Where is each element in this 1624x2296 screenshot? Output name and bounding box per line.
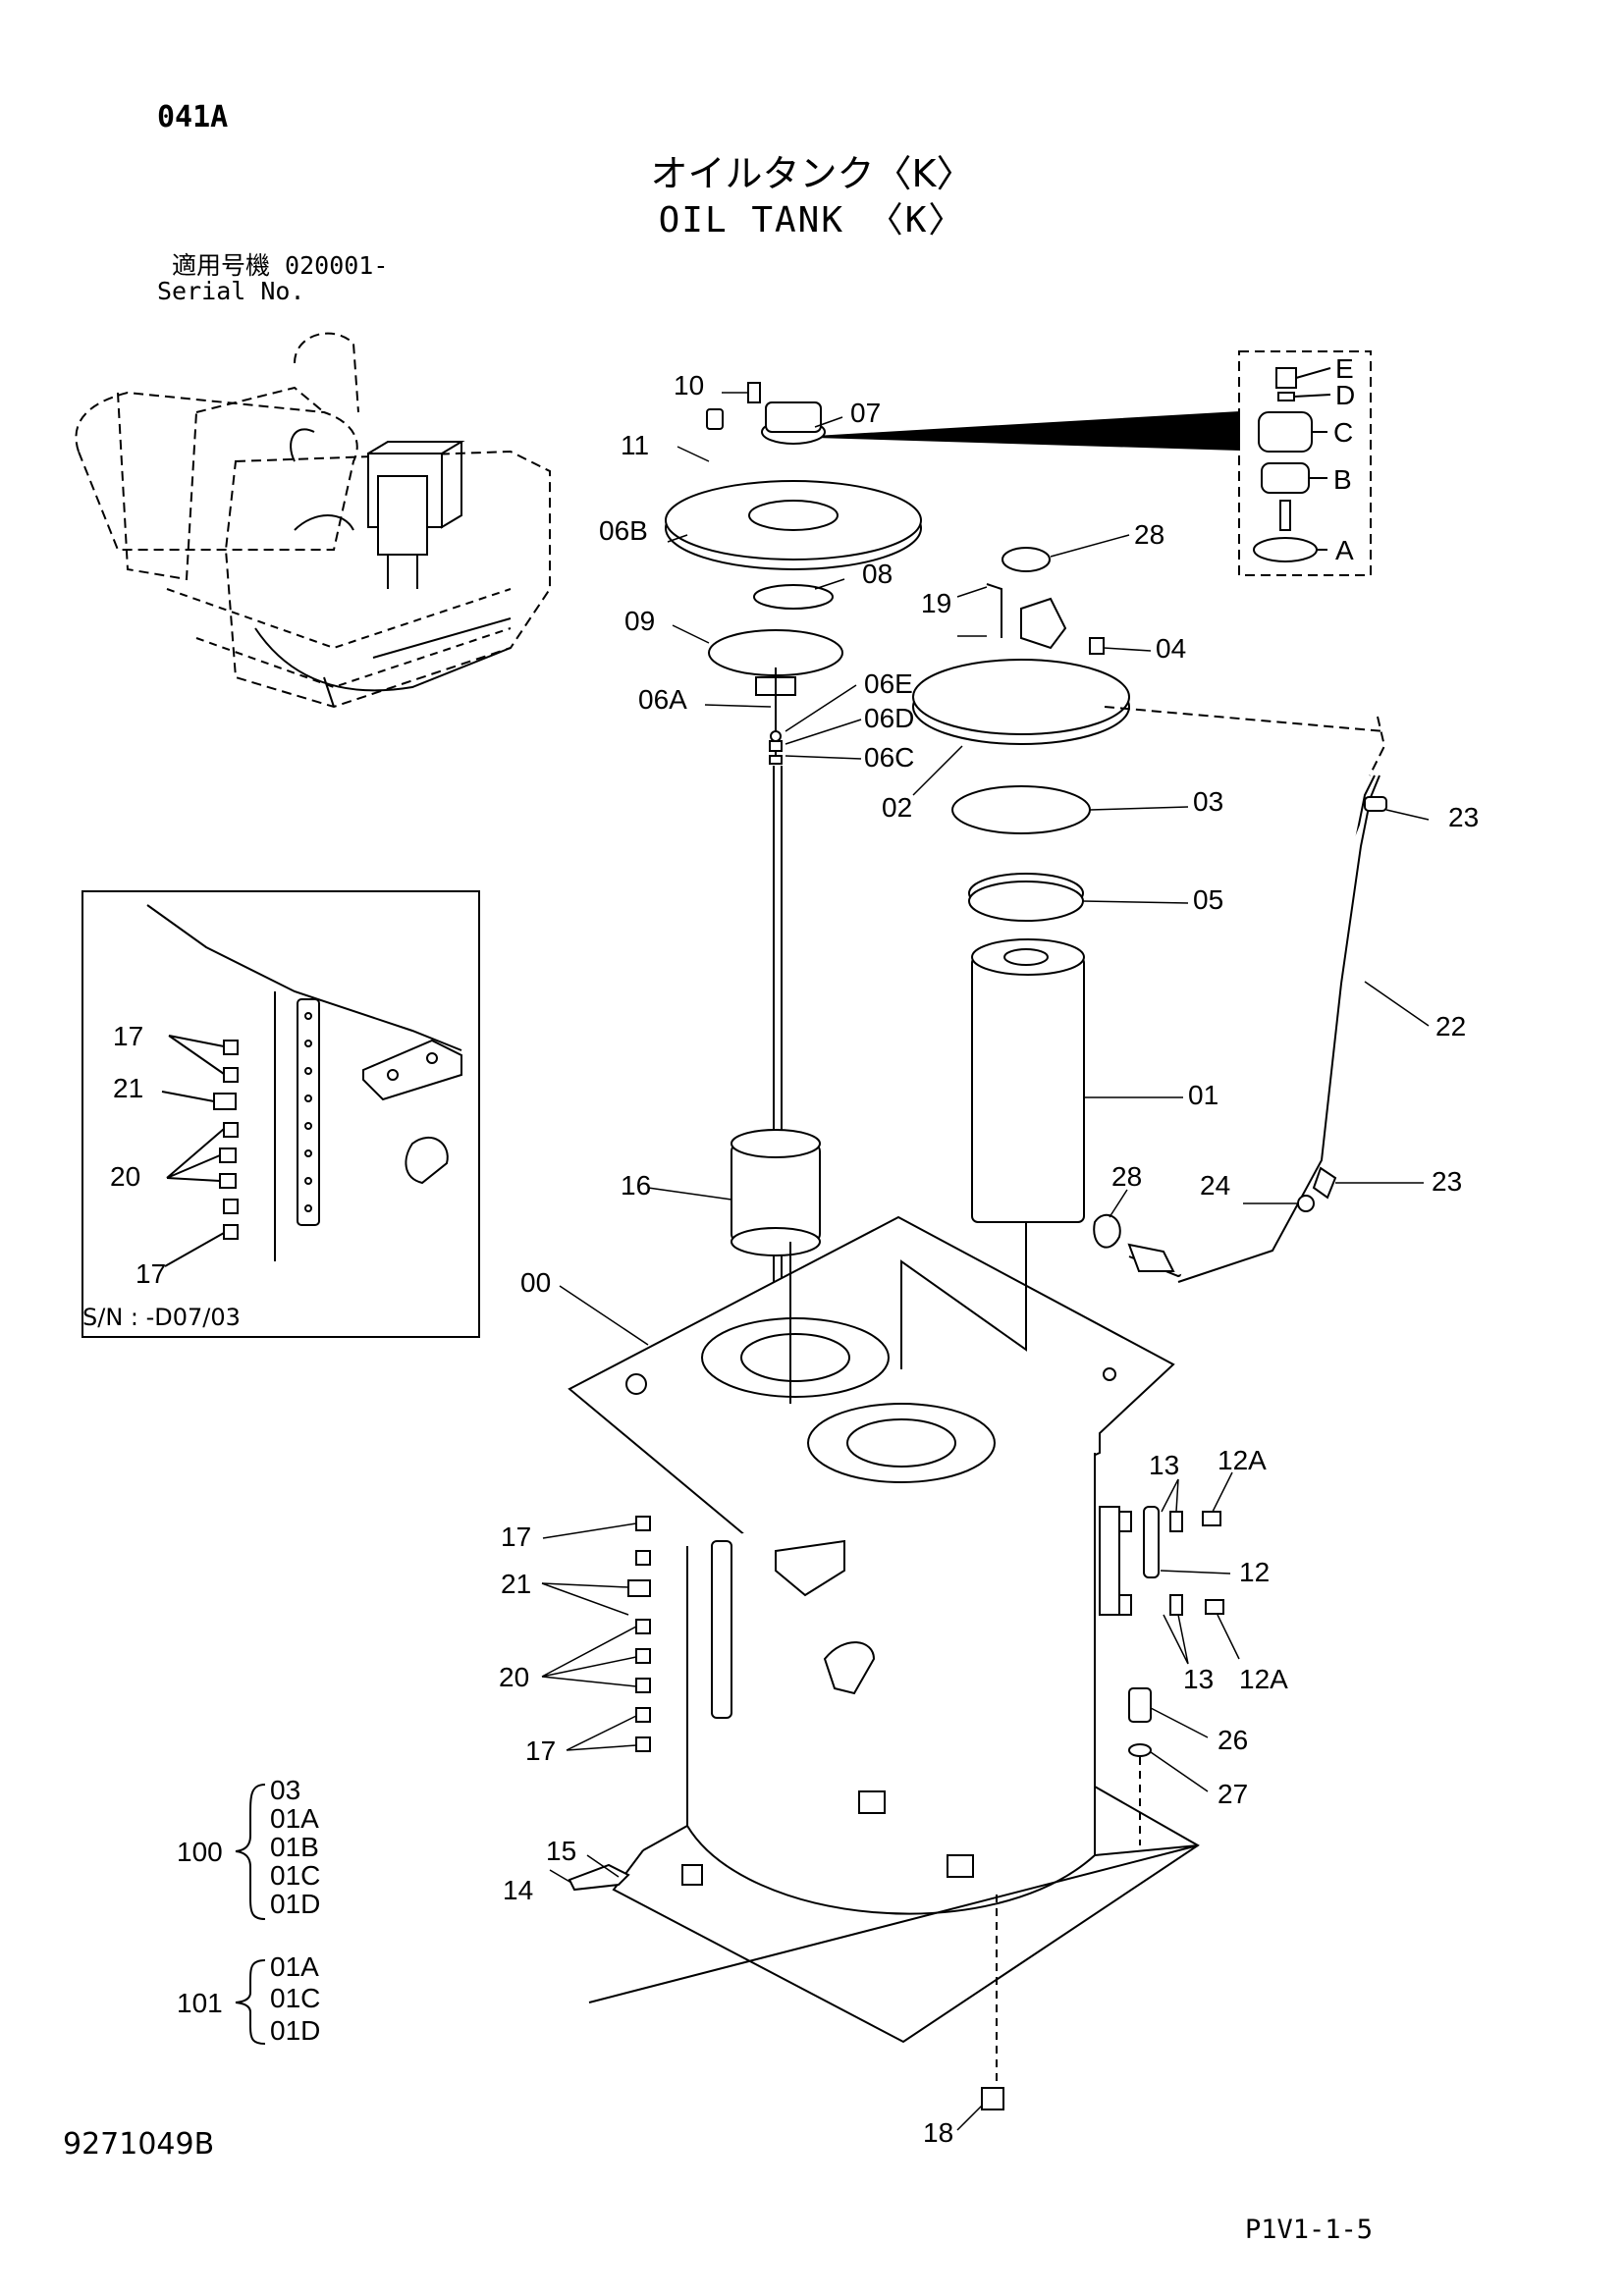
label-09: 09 — [624, 606, 655, 636]
label-20: 20 — [499, 1662, 529, 1692]
document-number: 9271049B — [63, 2127, 215, 2162]
label-B: B — [1333, 464, 1352, 495]
machine-overview-sketch — [75, 332, 551, 709]
label-11: 11 — [621, 430, 649, 460]
title-english: OIL TANK 〈K〉 — [658, 200, 966, 240]
label-07: 07 — [850, 398, 881, 428]
label-06B: 06B — [599, 515, 648, 546]
label-27: 27 — [1218, 1779, 1248, 1809]
label-23-bottom: 23 — [1432, 1166, 1462, 1197]
suction-strainer — [731, 1129, 821, 1256]
kit-100-item: 01B — [270, 1832, 319, 1862]
label-A: A — [1335, 535, 1354, 565]
kit-100-item: 01C — [270, 1860, 320, 1891]
kit-101-item: 01D — [270, 2015, 320, 2046]
inset-label-21: 21 — [113, 1073, 143, 1103]
label-06C: 06C — [864, 742, 914, 773]
tank-cover-assembly — [912, 547, 1130, 1223]
label-06D: 06D — [864, 703, 914, 733]
label-13-top: 13 — [1149, 1450, 1179, 1480]
oil-tank — [568, 1215, 1200, 2110]
label-28-top: 28 — [1134, 519, 1164, 550]
title-japanese: オイルタンク〈K〉 — [650, 152, 974, 195]
inset-label-17-bottom: 17 — [135, 1258, 166, 1289]
inset-label-17-top: 17 — [113, 1021, 143, 1051]
inset-serial-note: S/N : -D07/03 — [82, 1304, 241, 1331]
label-28-bottom: 28 — [1111, 1161, 1142, 1192]
label-04: 04 — [1156, 633, 1186, 664]
mounting-brackets — [1118, 1506, 1224, 1616]
kit-100-item: 01D — [270, 1889, 320, 1919]
label-E: E — [1335, 353, 1354, 384]
label-12A-bottom: 12A — [1239, 1664, 1288, 1694]
serial-label-english: Serial No. — [157, 277, 305, 305]
kit-100-item: 01A — [270, 1803, 319, 1834]
label-01: 01 — [1188, 1080, 1218, 1110]
label-22: 22 — [1435, 1011, 1466, 1041]
upper-cover-parts — [665, 382, 922, 1423]
label-17-upper: 17 — [501, 1522, 531, 1552]
label-18: 18 — [923, 2117, 953, 2148]
label-C: C — [1333, 417, 1353, 448]
level-gauge — [1093, 706, 1387, 1283]
kit-100-id: 100 — [177, 1837, 223, 1867]
label-13-bottom: 13 — [1183, 1664, 1214, 1694]
label-14: 14 — [503, 1875, 533, 1905]
label-17-lower: 17 — [525, 1735, 556, 1766]
label-19: 19 — [921, 588, 951, 618]
label-12: 12 — [1239, 1557, 1270, 1587]
label-08: 08 — [862, 559, 893, 589]
label-26: 26 — [1218, 1725, 1248, 1755]
kit-braces — [235, 1784, 266, 2045]
label-23-top: 23 — [1448, 802, 1479, 832]
label-16: 16 — [621, 1170, 651, 1201]
label-06E: 06E — [864, 668, 913, 699]
label-06A: 06A — [638, 684, 687, 715]
label-21: 21 — [501, 1569, 531, 1599]
label-10: 10 — [674, 370, 704, 400]
page-code: 041A — [157, 100, 229, 134]
serial-label-japanese: 適用号機 020001- — [172, 251, 389, 280]
page-number: P1V1-1-5 — [1245, 2215, 1374, 2245]
label-05: 05 — [1193, 884, 1223, 915]
label-00: 00 — [520, 1267, 551, 1298]
leader-lines — [541, 392, 1430, 2131]
kit-101-item: 01A — [270, 1951, 319, 1982]
label-24: 24 — [1200, 1170, 1230, 1201]
kit-101-item: 01C — [270, 1983, 320, 2013]
kit-100-item: 03 — [270, 1775, 300, 1805]
label-02: 02 — [882, 792, 912, 823]
inset-label-20: 20 — [110, 1161, 140, 1192]
label-03: 03 — [1193, 786, 1223, 817]
label-D: D — [1335, 380, 1355, 410]
inset-detail — [81, 890, 480, 1338]
callout-labels: 10 07 11 06B 08 09 06A 06E 06D 06C 28 19… — [110, 353, 1479, 2148]
label-15: 15 — [546, 1836, 576, 1866]
cap-detail — [814, 350, 1372, 576]
kit-101-id: 101 — [177, 1988, 223, 2018]
label-12A-top: 12A — [1218, 1445, 1267, 1475]
tank-side-fittings — [627, 1516, 651, 1752]
